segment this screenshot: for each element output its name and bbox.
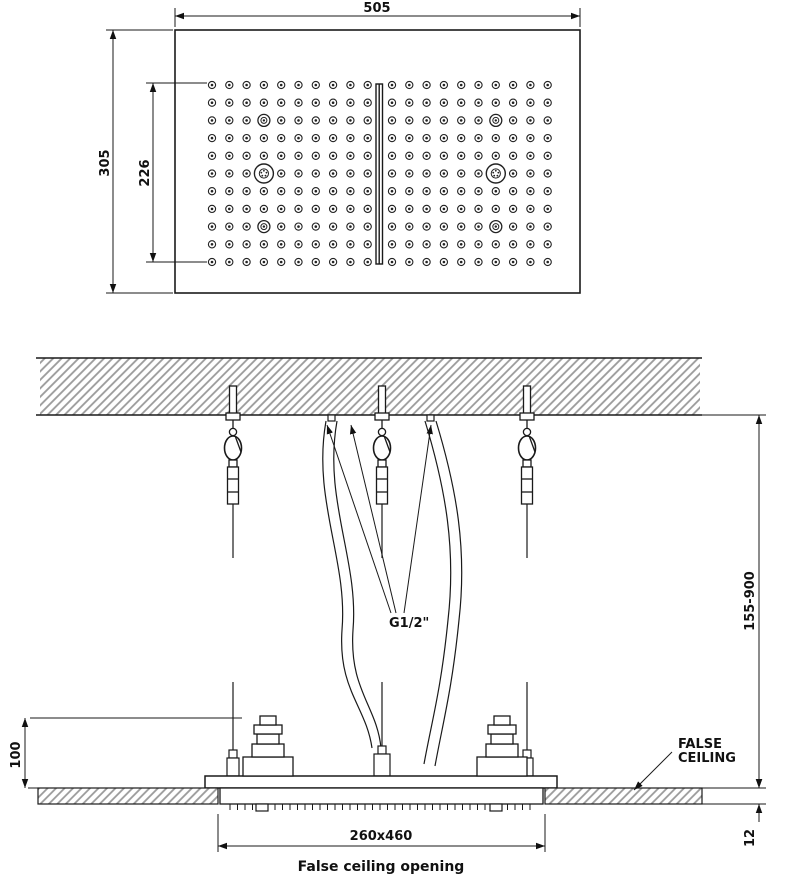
nozzle-grid	[207, 80, 552, 267]
opening-caption: False ceiling opening	[298, 859, 465, 875]
dimension-label-155-900: 155-900	[743, 571, 758, 631]
dimension-label-305: 305	[98, 149, 113, 176]
dimension-height-305	[106, 29, 173, 294]
inlet-union-right	[476, 715, 528, 777]
dimension-label-12: 12	[743, 829, 758, 847]
mounting-plate	[204, 775, 558, 789]
water-supply-stubs	[327, 414, 435, 422]
thread-leaders	[326, 424, 433, 614]
top-view: 505 305 226	[98, 1, 581, 294]
dimension-width-505	[174, 8, 581, 27]
section-view: G1/2" 155-900 12 100 260x460 Fal	[9, 357, 766, 875]
dimension-unit-height	[21, 717, 242, 789]
flexible-hoses	[322, 420, 463, 767]
false-ceiling-label-line1: FALSE	[678, 737, 722, 752]
false-ceiling-callout: FALSE CEILING	[633, 737, 736, 791]
dimension-suspension-range	[702, 414, 766, 789]
false-ceiling	[37, 787, 703, 805]
shower-head-body	[219, 787, 544, 812]
dimension-label-505: 505	[363, 1, 390, 16]
dimension-label-100: 100	[9, 741, 24, 768]
thread-label: G1/2"	[389, 616, 429, 631]
structural-ceiling	[36, 357, 702, 416]
center-divider	[375, 83, 384, 265]
dimension-thickness	[702, 770, 766, 822]
dimension-label-260x460: 260x460	[350, 829, 413, 844]
dimension-label-226: 226	[138, 159, 153, 186]
dimension-inner-226	[146, 82, 207, 263]
inlet-union-left	[242, 715, 294, 777]
false-ceiling-label-line2: CEILING	[678, 751, 736, 766]
dimension-opening	[217, 814, 546, 852]
